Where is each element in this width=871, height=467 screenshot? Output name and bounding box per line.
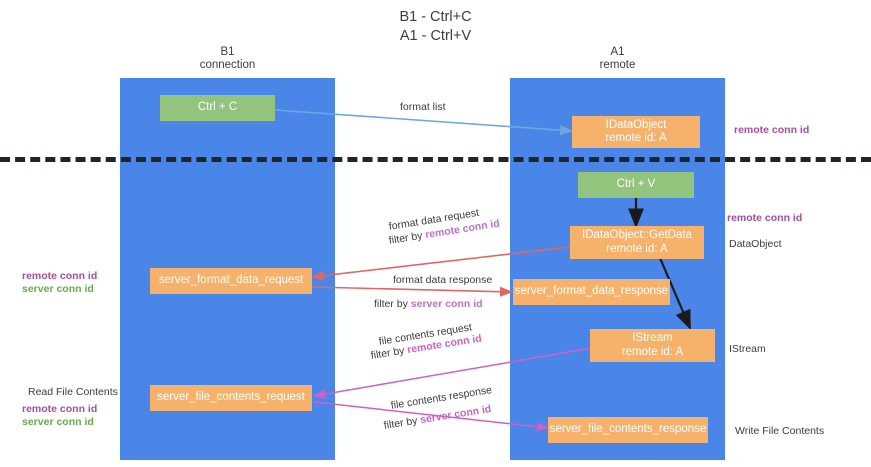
node-ctrl-c[interactable]: Ctrl + C	[160, 95, 275, 121]
node-ctrl-v[interactable]: Ctrl + V	[578, 172, 694, 198]
annotation-istream: IStream	[729, 343, 766, 355]
lane-header-a1: A1 remote	[599, 46, 636, 71]
annotation-left-remote-conn-id-2: remote conn id	[22, 403, 98, 415]
annotation-read-file-contents: Read File Contents	[28, 386, 118, 398]
node-idataobject[interactable]: IDataObject remote id: A	[572, 116, 700, 148]
edge-label-format-data-response-filter: filter by server conn id	[374, 298, 483, 311]
filter-prefix: filter by	[374, 298, 411, 310]
lane-header-b1: B1 connection	[199, 46, 256, 71]
annotation-dataobject: DataObject	[729, 238, 782, 250]
filter-prefix: filter by	[370, 344, 409, 362]
annotation-remote-conn-id-mid: remote conn id	[727, 212, 803, 224]
node-server-file-contents-response[interactable]: server_file_contents_response	[548, 417, 708, 443]
node-istream[interactable]: IStream remote id: A	[590, 329, 715, 362]
edge-label-format-list: format list	[400, 101, 446, 113]
annotation-remote-conn-id-top: remote conn id	[734, 124, 810, 136]
annotation-write-file-contents: Write File Contents	[735, 425, 825, 437]
node-server-format-data-request[interactable]: server_format_data_request	[150, 268, 312, 294]
diagram-title: B1 - Ctrl+C A1 - Ctrl+V	[399, 9, 472, 44]
edge-label-format-data-response: format data response	[393, 274, 493, 286]
section-divider	[0, 157, 871, 162]
node-server-format-data-response[interactable]: server_format_data_response	[513, 279, 670, 305]
node-idataobject-getdata[interactable]: IDataObject::GetData remote id: A	[570, 226, 704, 259]
filter-key-server-conn-id: server conn id	[410, 298, 483, 310]
annotation-left-server-conn-id-2: server conn id	[22, 416, 94, 428]
annotation-left-server-conn-id: server conn id	[22, 283, 94, 295]
filter-prefix: filter by	[383, 414, 422, 432]
annotation-left-remote-conn-id: remote conn id	[22, 270, 98, 282]
node-server-file-contents-request[interactable]: server_file_contents_request	[150, 385, 312, 411]
